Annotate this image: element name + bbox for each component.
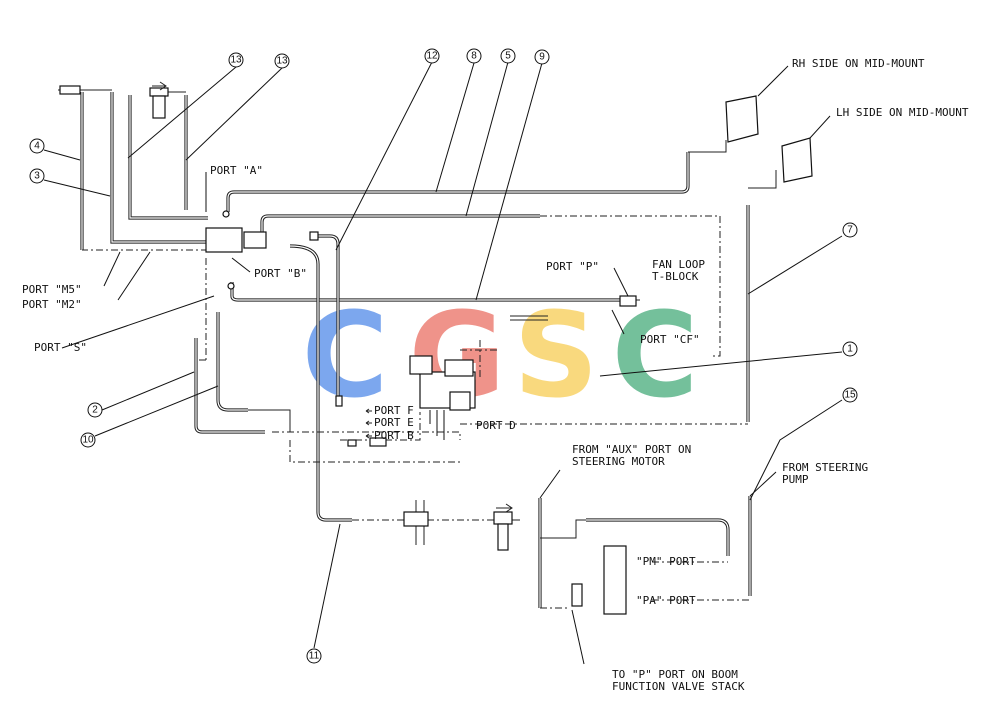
callout-9: 9 (539, 52, 545, 63)
label-lh-side: LH SIDE ON MID-MOUNT (836, 106, 969, 119)
label-rh-side: RH SIDE ON MID-MOUNT (792, 57, 925, 70)
pm-pa-block (603, 545, 627, 615)
watermark-letter-c2: C (612, 286, 699, 424)
label-port-b-block: PORT B (374, 429, 414, 442)
watermark-letter-c1: C (302, 286, 389, 424)
callouts: 13 13 12 8 5 9 4 3 7 1 15 2 10 11 (29, 48, 858, 664)
connection-lines (58, 89, 777, 609)
callout-10: 10 (82, 435, 94, 446)
port-arrows (365, 408, 372, 439)
filter-element (152, 95, 166, 119)
watermark-letter-s: S (514, 286, 599, 424)
label-port-d: PORT D (476, 419, 516, 432)
callout-3: 3 (34, 171, 40, 182)
callout-5: 5 (505, 51, 511, 62)
boom-valve-stack (571, 583, 583, 607)
filter-head (149, 87, 169, 97)
label-steering-2: PUMP (782, 473, 809, 486)
callout-2: 2 (92, 405, 98, 416)
label-port-e: PORT E (374, 416, 414, 429)
label-port-b: PORT "B" (254, 267, 307, 280)
label-pa-port: "PA" PORT (636, 594, 696, 607)
hose-lines (80, 92, 752, 608)
priority-valve (493, 511, 513, 525)
label-aux-1: FROM "AUX" PORT ON (572, 443, 691, 456)
hose-10 (216, 312, 248, 412)
hose-13a (128, 95, 208, 220)
label-port-p: PORT "P" (546, 260, 599, 273)
callout-13b: 13 (276, 56, 288, 67)
callout-15: 15 (844, 390, 856, 401)
label-port-f: PORT F (374, 404, 414, 417)
callout-1: 1 (847, 344, 853, 355)
callout-4: 4 (34, 141, 40, 152)
fan-loop-t-block (619, 295, 637, 307)
text-labels: PORT "A" PORT "B" PORT "M5" PORT "M2" PO… (22, 57, 969, 693)
label-boom-2: FUNCTION VALVE STACK (612, 680, 745, 693)
label-boom-1: TO "P" PORT ON BOOM (612, 668, 738, 681)
label-fan-loop: FAN LOOP (652, 258, 705, 271)
label-port-m2: PORT "M2" (22, 298, 82, 311)
label-port-a: PORT "A" (210, 164, 263, 177)
label-t-block: T-BLOCK (652, 270, 699, 283)
flow-divider (403, 511, 429, 527)
label-steering-1: FROM STEERING (782, 461, 868, 474)
label-pm-port: "PM" PORT (636, 555, 696, 568)
components (59, 81, 813, 615)
lh-mid-mount-motor (781, 137, 813, 183)
pump-motor (243, 231, 267, 249)
rh-mid-mount-motor (725, 95, 759, 143)
label-aux-2: STEERING MOTOR (572, 455, 665, 468)
callout-11: 11 (309, 651, 320, 662)
leader-lines (43, 61, 843, 665)
tank-fitting (59, 85, 81, 95)
label-port-s: PORT "S" (34, 341, 87, 354)
pump-body (205, 227, 243, 253)
callout-8: 8 (471, 51, 477, 62)
callout-7: 7 (847, 225, 853, 236)
callout-13a: 13 (230, 55, 242, 66)
watermark: C G S C (302, 286, 699, 424)
label-port-m5: PORT "M5" (22, 283, 82, 296)
label-port-cf: PORT "CF" (640, 333, 700, 346)
hose-8 (226, 152, 690, 212)
callout-12: 12 (426, 51, 438, 62)
